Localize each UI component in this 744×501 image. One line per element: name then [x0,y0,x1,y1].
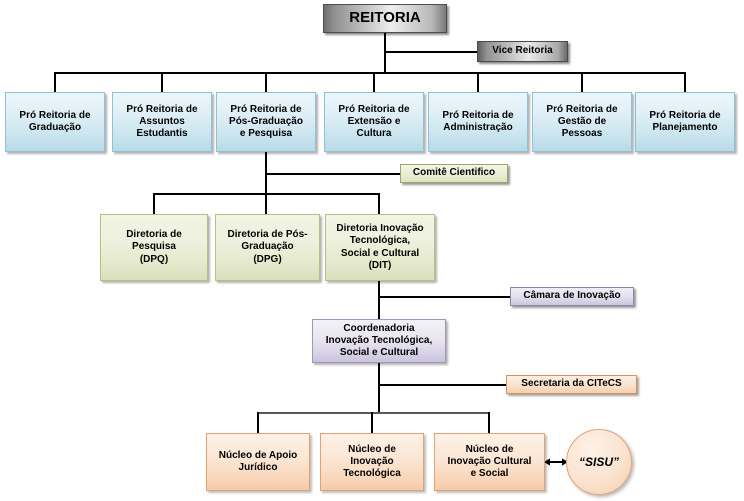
node-sisu-label: “SISU” [578,454,619,469]
connector-drop-administracao [477,72,479,93]
node-reitoria[interactable]: REITORIA [323,4,447,33]
connector-drop-nucleo-tecnologica [371,412,373,434]
node-diretoria-pos-graduacao[interactable]: Diretoria de Pós-Graduação(DPG) [215,214,320,281]
connector-dit-down [378,281,380,319]
node-vice-reitoria-label: Vice Reitoria [492,45,553,57]
connector-drop-nucleo-cultural [488,412,490,434]
node-sisu[interactable]: “SISU” [566,429,632,495]
node-diretoria-pos-graduacao-label: Diretoria de Pós-Graduação(DPG) [227,229,308,265]
node-secretaria-citecs[interactable]: Secretaria da CITeCS [506,375,637,394]
connector-drop-assuntos [161,72,163,93]
connector-drop-dpg [265,193,267,214]
connector-coordenadoria-down [378,362,380,413]
connector-reitoria-down [384,33,386,73]
node-vice-reitoria[interactable]: Vice Reitoria [477,41,568,62]
connector-pro-reitoria-bus [54,72,686,74]
connector-drop-nucleo-juridico [257,412,259,434]
connector-drop-planejamento [684,72,686,93]
connector-drop-dpq [153,193,155,214]
node-camara-inovacao[interactable]: Câmara de Inovação [510,287,634,306]
node-camara-inovacao-label: Câmara de Inovação [523,290,621,302]
connector-pos-down [265,152,267,214]
connector-drop-pos [265,72,267,93]
node-comite-cientifico[interactable]: Comitê Cientifico [400,164,508,183]
connector-camara-inovacao [378,296,510,298]
connector-drop-gestao [581,72,583,93]
connector-vice-reitoria [384,51,478,53]
connector-nucleos-bus [257,412,489,414]
node-comite-cientifico-label: Comitê Cientifico [412,167,496,179]
double-arrow-sisu [544,458,568,466]
connector-secretaria-citecs [378,384,506,386]
node-reitoria-label: REITORIA [349,9,421,27]
connector-drop-graduacao [54,72,56,93]
node-secretaria-citecs-label: Secretaria da CITeCS [521,378,622,390]
connector-drop-dit [378,193,380,214]
connector-comite-cientifico [265,173,400,175]
connector-drop-extensao [373,72,375,93]
